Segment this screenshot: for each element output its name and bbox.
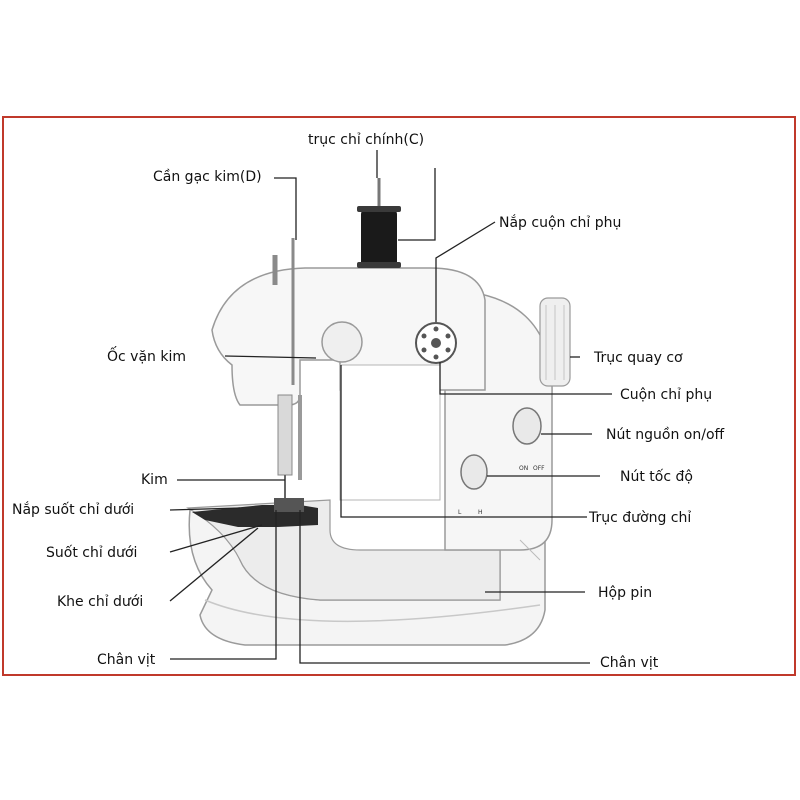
sewing-machine-illustration: ON OFF L H — [186, 178, 571, 646]
label-truc-duong-chi: Trục đường chỉ — [588, 510, 691, 526]
machine-base-shadow — [204, 599, 541, 623]
leader-lines — [169, 150, 612, 664]
part-labels: trục chỉ chính(C) Cần gạc kim(D) Nắp cuộ… — [12, 132, 725, 671]
thread-spool — [361, 210, 397, 266]
leader-nap-suot-chi-duoi — [169, 507, 241, 511]
label-chan-vit-left: Chân vịt — [97, 652, 156, 668]
leader-chan-vit-left — [170, 510, 277, 660]
speed-switch — [460, 454, 488, 490]
power-switch — [512, 407, 542, 445]
label-nut-nguon: Nút nguồn on/off — [606, 426, 725, 443]
svg-text:OFF: OFF — [533, 465, 545, 472]
label-truc-chi-chinh: trục chỉ chính(C) — [308, 132, 424, 148]
diagram-frame — [2, 116, 796, 676]
leader-suot-chi-duoi — [169, 524, 263, 553]
tension-knob — [321, 321, 363, 363]
label-kim: Kim — [141, 472, 168, 488]
label-suot-chi-duoi: Suốt chỉ dưới — [46, 544, 137, 561]
leader-truc-duong-chi — [340, 365, 587, 518]
arm-opening — [339, 364, 441, 501]
svg-text:L: L — [458, 509, 462, 516]
label-cuon-chi-phu: Cuộn chỉ phụ — [620, 387, 712, 403]
leader-khe-chi-duoi — [169, 527, 259, 602]
label-oc-van-kim: Ốc vặn kim — [107, 346, 186, 365]
needle-bar — [277, 394, 293, 476]
leader-nap-cuon-chi-phu — [435, 221, 496, 322]
label-nap-suot-chi-duoi: Nắp suốt chỉ dưới — [12, 501, 134, 518]
label-nut-toc-do: Nút tốc độ — [620, 468, 693, 485]
leader-cuon-chi-phu — [439, 362, 612, 395]
leader-can-gac-kim — [274, 177, 297, 240]
label-chan-vit-right: Chân vịt — [600, 655, 659, 671]
svg-text:ON: ON — [519, 465, 528, 472]
label-khe-chi-duoi: Khe chỉ dưới — [57, 594, 143, 610]
leader-chan-vit-right — [299, 510, 590, 664]
leader-oc-van-kim — [224, 355, 317, 359]
leader-spool — [398, 168, 436, 241]
label-can-gac-kim: Cần gạc kim(D) — [153, 169, 262, 185]
label-nap-cuon-chi-phu: Nắp cuộn chỉ phụ — [499, 214, 621, 231]
presser-foot — [274, 498, 304, 512]
svg-text:H: H — [478, 509, 483, 516]
label-truc-quay-co: Trục quay cơ — [593, 350, 683, 366]
label-hop-pin: Hộp pin — [598, 585, 652, 601]
